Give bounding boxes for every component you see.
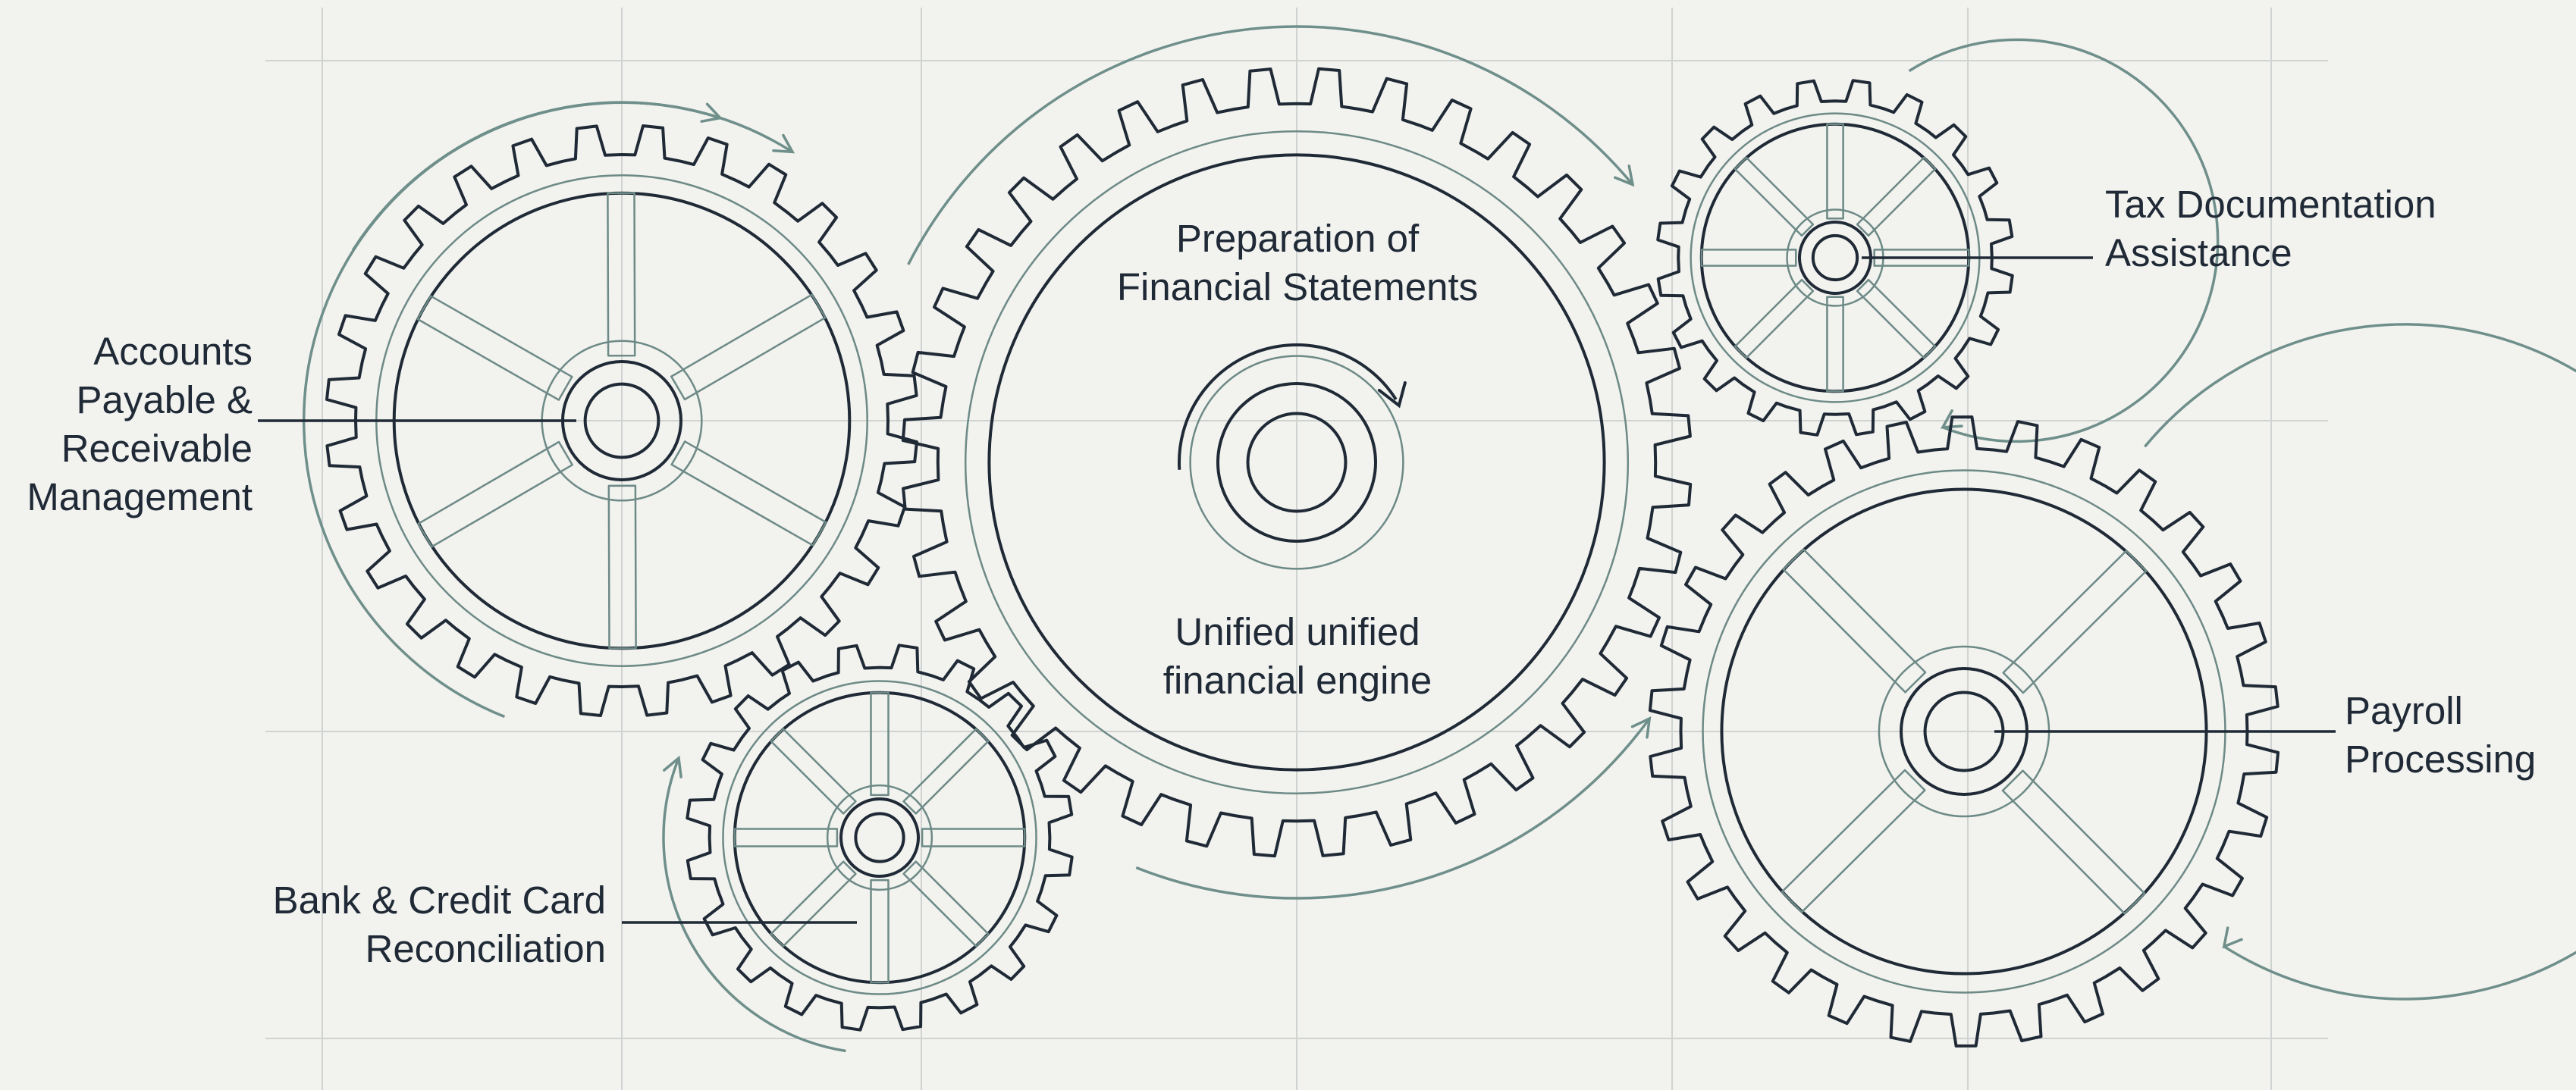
gear-spoke <box>670 293 827 401</box>
gear-axle <box>854 812 905 863</box>
gear-spoke <box>416 295 573 401</box>
arrowhead-icon <box>2222 926 2243 949</box>
label-accounts-payable-receivable: Accounts Payable & Receivable Management <box>27 327 253 522</box>
gear-rim-inner <box>733 691 1027 985</box>
arrowhead-icon <box>772 133 795 154</box>
gear-spoke <box>1781 769 1926 913</box>
gear-spoke <box>1734 278 1815 359</box>
rotation-arrow-icon <box>662 757 846 1053</box>
gear-hub <box>839 797 920 878</box>
gear-spoke <box>1734 156 1815 237</box>
label-line: Tax Documentation <box>2105 183 2436 226</box>
rotation-arrow-icon <box>907 25 1634 265</box>
gear-spoke <box>2002 550 2148 694</box>
gear-spoke <box>1826 123 1844 220</box>
arrowhead-icon <box>1614 164 1635 187</box>
gear-spoke <box>607 484 637 650</box>
gear-teeth-outline <box>901 67 1693 858</box>
gear-hub <box>1216 382 1377 543</box>
gear-spoke <box>770 860 857 947</box>
gear-spoke <box>770 728 857 815</box>
label-line: Payable & <box>76 378 253 421</box>
gear-center-icon <box>901 67 1693 858</box>
gear-spoke <box>870 691 890 797</box>
arrowhead-icon <box>1940 409 1963 429</box>
gear-rim-inner <box>987 153 1606 772</box>
arrowhead-icon <box>1630 716 1652 739</box>
gear-spoke <box>1782 548 1927 694</box>
arrowhead-icon <box>1377 381 1407 409</box>
label-line: Preparation of <box>1175 217 1420 260</box>
gear-bank-icon <box>686 644 1074 1032</box>
rotation-arrows <box>303 25 2576 1053</box>
gear-spoke <box>733 828 839 847</box>
gear-teeth-outline <box>686 644 1074 1032</box>
gear-axle <box>1246 412 1348 513</box>
gear-spoke <box>921 828 1026 847</box>
label-line: Payroll <box>2345 689 2463 732</box>
gear-spoke <box>670 440 827 547</box>
gear-spoke <box>902 860 990 947</box>
gear-hub-ring <box>826 784 933 891</box>
gear-spoke <box>1873 249 1970 267</box>
rotation-arrow-icon <box>1178 343 1398 470</box>
label-line: Bank & Credit Card <box>272 879 606 922</box>
label-line: Management <box>27 475 253 518</box>
gear-spoke <box>2001 769 2146 915</box>
label-line: Reconciliation <box>365 927 606 970</box>
label-line: financial engine <box>1162 659 1432 702</box>
gear-spoke <box>1826 296 1844 393</box>
rotation-arrow-icon <box>1135 717 1651 900</box>
leader-lines <box>258 256 2336 924</box>
gear-spoke <box>1700 249 1797 267</box>
gear-teeth-outline <box>1648 415 2280 1048</box>
gear-hub <box>1798 221 1872 295</box>
label-bank-credit-card-reconciliation: Bank & Credit Card Reconciliation <box>273 876 606 973</box>
label-line: Assistance <box>2105 231 2292 274</box>
label-line: Financial Statements <box>1116 265 1479 309</box>
label-line: Receivable <box>61 427 253 470</box>
gear-spoke <box>870 879 890 984</box>
label-payroll-processing: Payroll Processing <box>2345 687 2536 784</box>
label-unified-financial-engine: Unified unified financial engine <box>1070 608 1525 705</box>
gear-axle <box>583 382 660 459</box>
gear-spoke <box>417 440 573 548</box>
label-line: Processing <box>2345 738 2537 781</box>
rotation-arrow-icon <box>351 101 793 251</box>
gear-spoke <box>1856 278 1937 359</box>
label-line: Unified unified <box>1175 610 1420 653</box>
label-preparation-financial-statements: Preparation of Financial Statements <box>1070 215 1525 312</box>
arrowhead-icon <box>663 755 682 778</box>
gear-hub-ring <box>1189 355 1404 570</box>
rotation-arrow-icon <box>2144 323 2576 1001</box>
gear-axle <box>1811 233 1859 282</box>
rotation-arrow-icon <box>1908 38 2220 443</box>
label-tax-documentation-assistance: Tax Documentation Assistance <box>2105 180 2436 277</box>
label-line: Accounts <box>93 330 253 373</box>
gear-rim-outer <box>964 130 1630 795</box>
gear-spoke <box>1856 156 1937 237</box>
gear-rim-outer <box>722 680 1037 995</box>
gear-teeth-outline <box>1656 79 2014 437</box>
gear-spoke <box>607 192 636 357</box>
gear-spoke <box>902 728 990 815</box>
